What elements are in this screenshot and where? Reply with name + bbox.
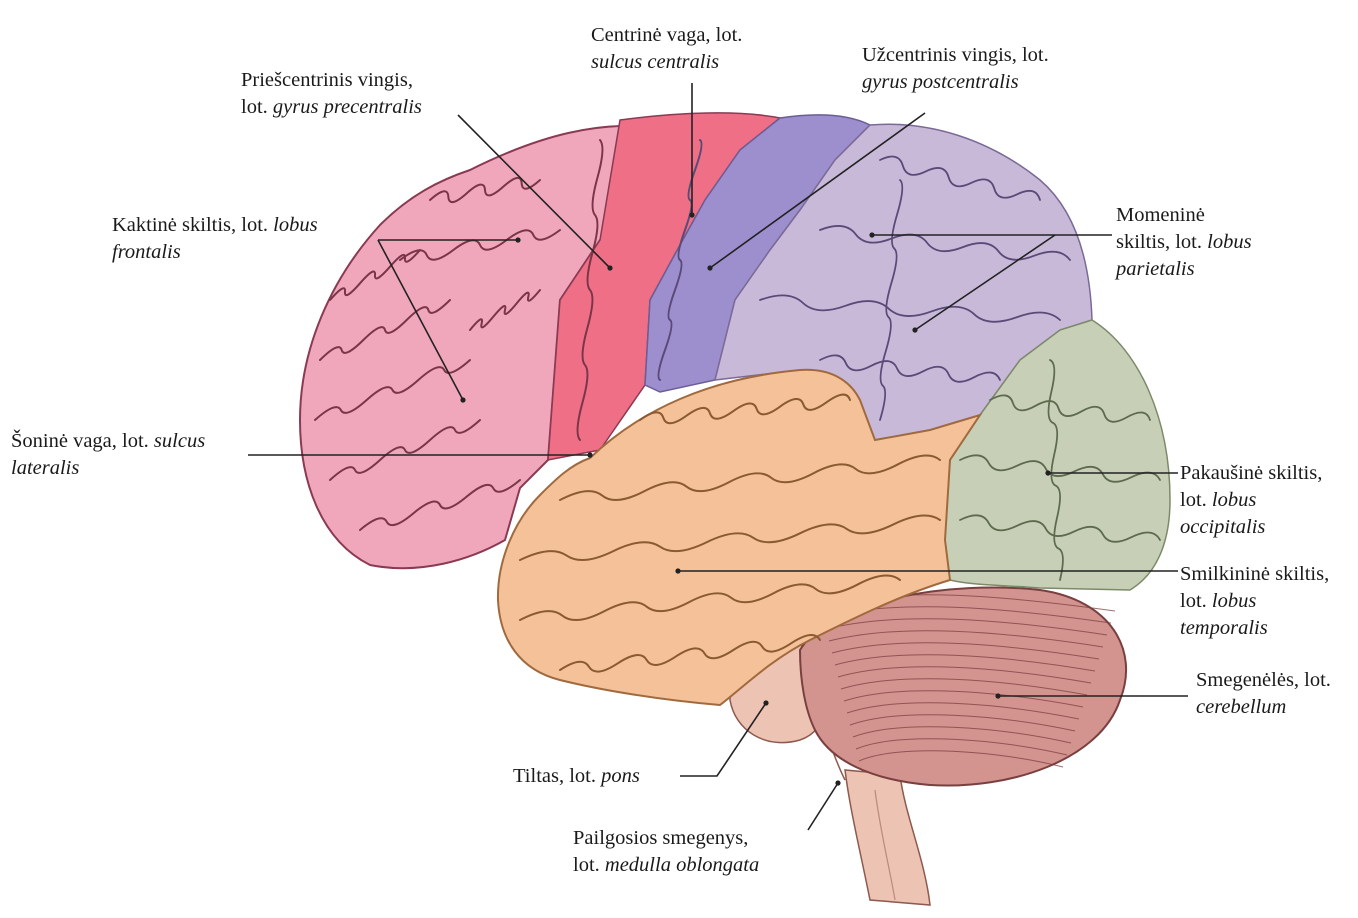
- cerebellum-folium: [855, 738, 1068, 756]
- cerebellum-folium: [840, 678, 1088, 696]
- sulcus-line: [759, 294, 1061, 323]
- sulcus-line: [879, 155, 1041, 201]
- label-lateral-sulcus: Šoninė vaga, lot. sulcus lateralis: [11, 430, 206, 479]
- sulcus-line: [519, 574, 901, 621]
- label-central-sulcus: Centrinė vaga, lot. sulcus centralis: [591, 24, 743, 73]
- sulcus-line: [989, 394, 1151, 423]
- label-frontal-lobe: Kaktinė skiltis, lot. lobus frontalis: [112, 214, 318, 263]
- sulcus-line: [657, 139, 703, 381]
- cerebellum-folium: [828, 630, 1104, 648]
- sulcus-line: [819, 225, 1071, 261]
- sulcus-line: [519, 514, 941, 561]
- sulcus-line: [469, 289, 541, 331]
- label-occipital-lobe: Pakaušinė skiltis, lot. lobus occipitali…: [1180, 462, 1323, 538]
- leader-lines: [248, 83, 1188, 831]
- cerebellum-folium: [834, 654, 1096, 672]
- sulcus-line: [959, 514, 1161, 543]
- label-postcentral: Užcentrinis vingis, lot. gyrus postcentr…: [862, 44, 1049, 93]
- sulcus-line: [959, 454, 1161, 483]
- sulcus-line: [576, 139, 604, 441]
- sulcus-line: [819, 354, 1001, 383]
- sulcus-line: [359, 479, 521, 531]
- occipital-lobe: [944, 319, 1171, 591]
- sulcus-line: [399, 229, 561, 261]
- sulcus-line: [314, 359, 471, 421]
- cerebellum-folium: [825, 618, 1108, 636]
- sulcus-line: [1047, 359, 1064, 581]
- cerebellum-folium: [846, 702, 1080, 720]
- cerebellum-folium: [858, 750, 1064, 768]
- label-cerebellum: Smegenėlės, lot. cerebellum: [1196, 669, 1331, 718]
- sulcus-line: [639, 393, 851, 425]
- sulcus-line: [559, 454, 941, 501]
- cerebellum-folium: [837, 666, 1092, 684]
- sulcus-line: [879, 179, 904, 421]
- cerebellum-folium: [843, 690, 1084, 708]
- sulcus-line: [559, 634, 821, 673]
- label-parietal-lobe: Momeninė skiltis, lot. lobus parietalis: [1116, 204, 1252, 280]
- cerebellum: [798, 586, 1128, 787]
- label-precentral: Priešcentrinis vingis, lot. gyrus precen…: [241, 69, 422, 118]
- cerebellum-folium: [852, 726, 1072, 744]
- label-pons: Tiltas, lot. pons: [513, 765, 640, 787]
- label-temporal-lobe: Smilkininė skiltis, lot. lobus temporali…: [1180, 563, 1330, 639]
- cerebellum-folium: [849, 714, 1076, 732]
- cerebellum-folium: [831, 642, 1100, 660]
- precentral-gyrus: [547, 112, 782, 461]
- sulcus-line: [429, 177, 541, 203]
- sulcus-line: [329, 249, 421, 301]
- label-medulla: Pailgosios smegenys, lot. medulla oblong…: [573, 827, 760, 876]
- sulcus-line: [329, 419, 481, 481]
- leader-dots: [460, 212, 1051, 786]
- temporal-lobe: [496, 368, 983, 707]
- cerebrum: [298, 112, 1171, 707]
- sulcus-line: [319, 299, 451, 361]
